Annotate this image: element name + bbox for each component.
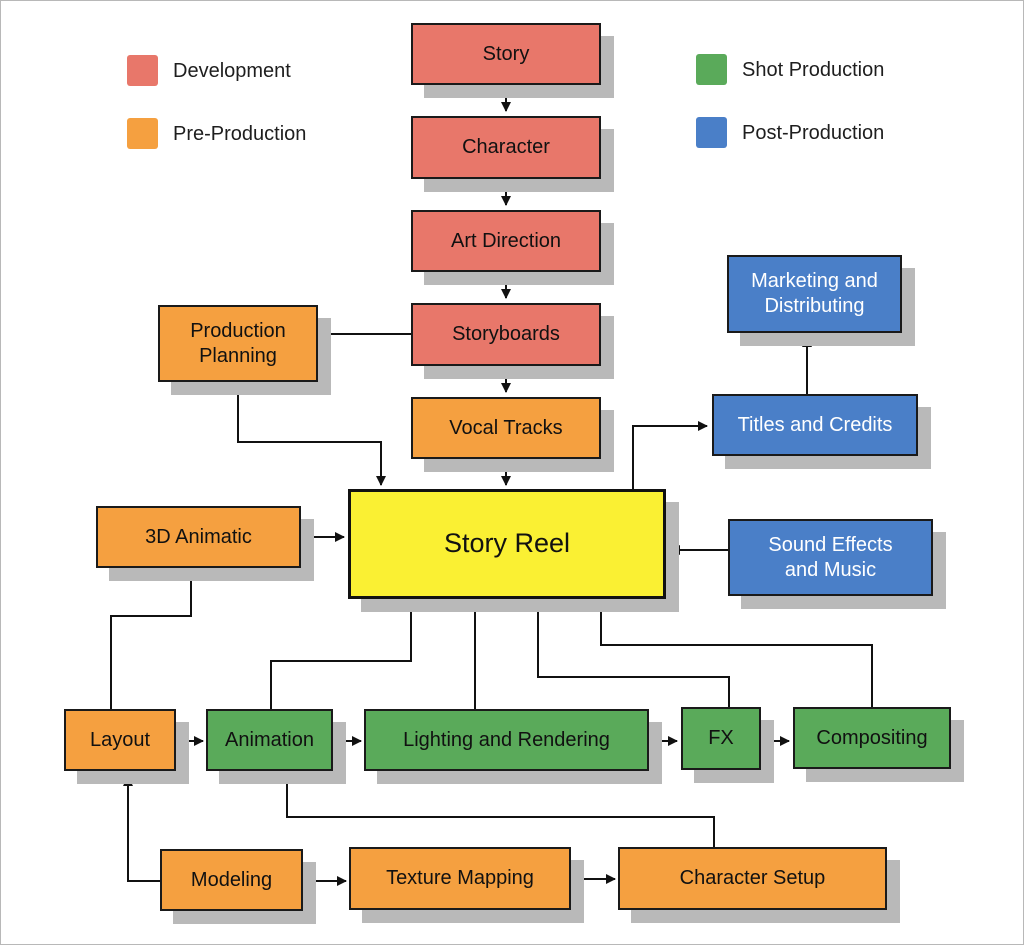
legend-pre-production: Pre-Production bbox=[127, 116, 347, 150]
node-art-direction: Art Direction bbox=[411, 210, 601, 272]
node-story-label: Story bbox=[482, 42, 530, 65]
node-texture-mapping: Texture Mapping bbox=[349, 847, 571, 910]
arrow-story-reel-to-titles bbox=[632, 421, 708, 489]
arrow-character-setup-to-animation bbox=[282, 774, 715, 847]
node-story: Story bbox=[411, 23, 601, 85]
legend-label-development: Development bbox=[173, 60, 291, 82]
node-storyboards-label: Storyboards bbox=[452, 323, 560, 345]
arrow-compositing-to-story-reel bbox=[596, 602, 873, 707]
node-compositing: Compositing bbox=[793, 707, 951, 769]
node-art-direction-label: Art Direction bbox=[450, 229, 562, 252]
node-story-reel: Story Reel bbox=[348, 489, 666, 599]
node-character: Character bbox=[411, 116, 601, 179]
node-character-label: Character bbox=[462, 136, 550, 158]
node-lighting-rendering-label: Lighting and Rendering bbox=[403, 728, 610, 751]
node-3d-animatic-label: 3D Animatic bbox=[145, 525, 252, 548]
node-animation-label: Animation bbox=[225, 728, 314, 751]
node-compositing-label: Compositing bbox=[816, 726, 928, 749]
legend-label-pre-production: Pre-Production bbox=[173, 123, 307, 145]
legend-shot-production: Shot Production bbox=[696, 52, 916, 86]
node-story-reel-label: Story Reel bbox=[443, 528, 571, 559]
node-modeling: Modeling bbox=[160, 849, 303, 911]
legend-label-post-production: Post-Production bbox=[742, 122, 885, 144]
node-character-setup: Character Setup bbox=[618, 847, 887, 910]
node-character-setup-label: Character Setup bbox=[679, 867, 826, 889]
node-layout-label: Layout bbox=[89, 728, 151, 751]
node-marketing-distributing-label: Marketing and Distributing bbox=[751, 270, 878, 317]
node-vocal-tracks-label: Vocal Tracks bbox=[449, 416, 563, 439]
legend-label-shot-production: Shot Production bbox=[742, 59, 885, 81]
node-modeling-label: Modeling bbox=[190, 868, 273, 891]
node-storyboards: Storyboards bbox=[411, 303, 601, 366]
legend-swatch-shot-production bbox=[696, 54, 727, 85]
node-marketing-distributing: Marketing and Distributing bbox=[727, 255, 902, 333]
node-fx: FX bbox=[681, 707, 761, 770]
node-3d-animatic: 3D Animatic bbox=[96, 506, 301, 568]
legend-swatch-post-production bbox=[696, 117, 727, 148]
node-animation: Animation bbox=[206, 709, 333, 771]
arrow-animation-to-story-reel bbox=[270, 602, 416, 709]
node-lighting-rendering: Lighting and Rendering bbox=[364, 709, 649, 771]
node-sound-effects-music-label: Sound Effects and Music bbox=[768, 533, 893, 581]
arrow-fx-to-story-reel bbox=[533, 602, 730, 707]
node-titles-credits: Titles and Credits bbox=[712, 394, 918, 456]
arrow-production-planning-to-story-reel bbox=[237, 382, 386, 486]
node-production-planning: Production Planning bbox=[158, 305, 318, 382]
node-vocal-tracks: Vocal Tracks bbox=[411, 397, 601, 459]
node-titles-credits-label: Titles and Credits bbox=[737, 413, 893, 436]
arrow-layout-to-3d-animatic bbox=[110, 571, 196, 709]
node-texture-mapping-label: Texture Mapping bbox=[386, 867, 534, 889]
node-layout: Layout bbox=[64, 709, 176, 771]
legend-swatch-pre-production bbox=[127, 118, 158, 149]
node-production-planning-label: Production Planning bbox=[190, 319, 286, 367]
node-sound-effects-music: Sound Effects and Music bbox=[728, 519, 933, 596]
legend-development: Development bbox=[127, 53, 327, 87]
node-fx-label: FX bbox=[708, 727, 734, 749]
legend-swatch-development bbox=[127, 55, 158, 86]
legend-post-production: Post-Production bbox=[696, 115, 916, 149]
arrow-modeling-to-layout bbox=[123, 776, 161, 882]
